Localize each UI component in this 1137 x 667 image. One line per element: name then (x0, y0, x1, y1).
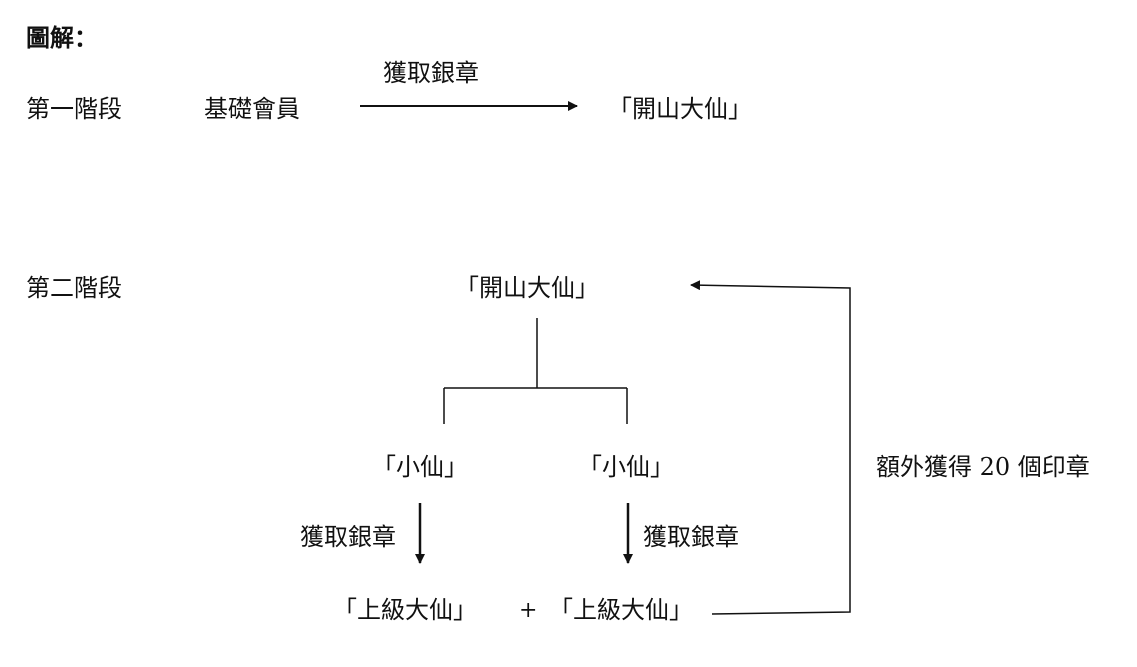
stage2-label: 第二階段 (26, 274, 122, 302)
stage2-child-left-node: 「小仙」 (372, 453, 468, 481)
stage1-from-node: 基礎會員 (204, 95, 300, 123)
stage2-child-right-node: 「小仙」 (578, 453, 674, 481)
stage2-top-node: 「開山大仙」 (455, 274, 599, 302)
stage2-arrow-label-left: 獲取銀章 (300, 523, 396, 551)
stage2-bottom-left-node: 「上級大仙」 (333, 596, 477, 624)
stage1-arrow-label: 獲取銀章 (383, 59, 479, 87)
feedback-loop-line (690, 280, 851, 615)
stage1-to-node: 「開山大仙」 (608, 95, 752, 123)
diagram-title: 圖解： (26, 23, 98, 52)
stage2-arrow-label-right: 獲取銀章 (643, 523, 739, 551)
stage1-label: 第一階段 (26, 95, 122, 123)
stage2-plus-sign: + (519, 598, 538, 623)
stage2-bottom-right-node: 「上級大仙」 (549, 596, 693, 624)
stage2-feedback-label: 額外獲得 20 個印章 (876, 453, 1090, 481)
